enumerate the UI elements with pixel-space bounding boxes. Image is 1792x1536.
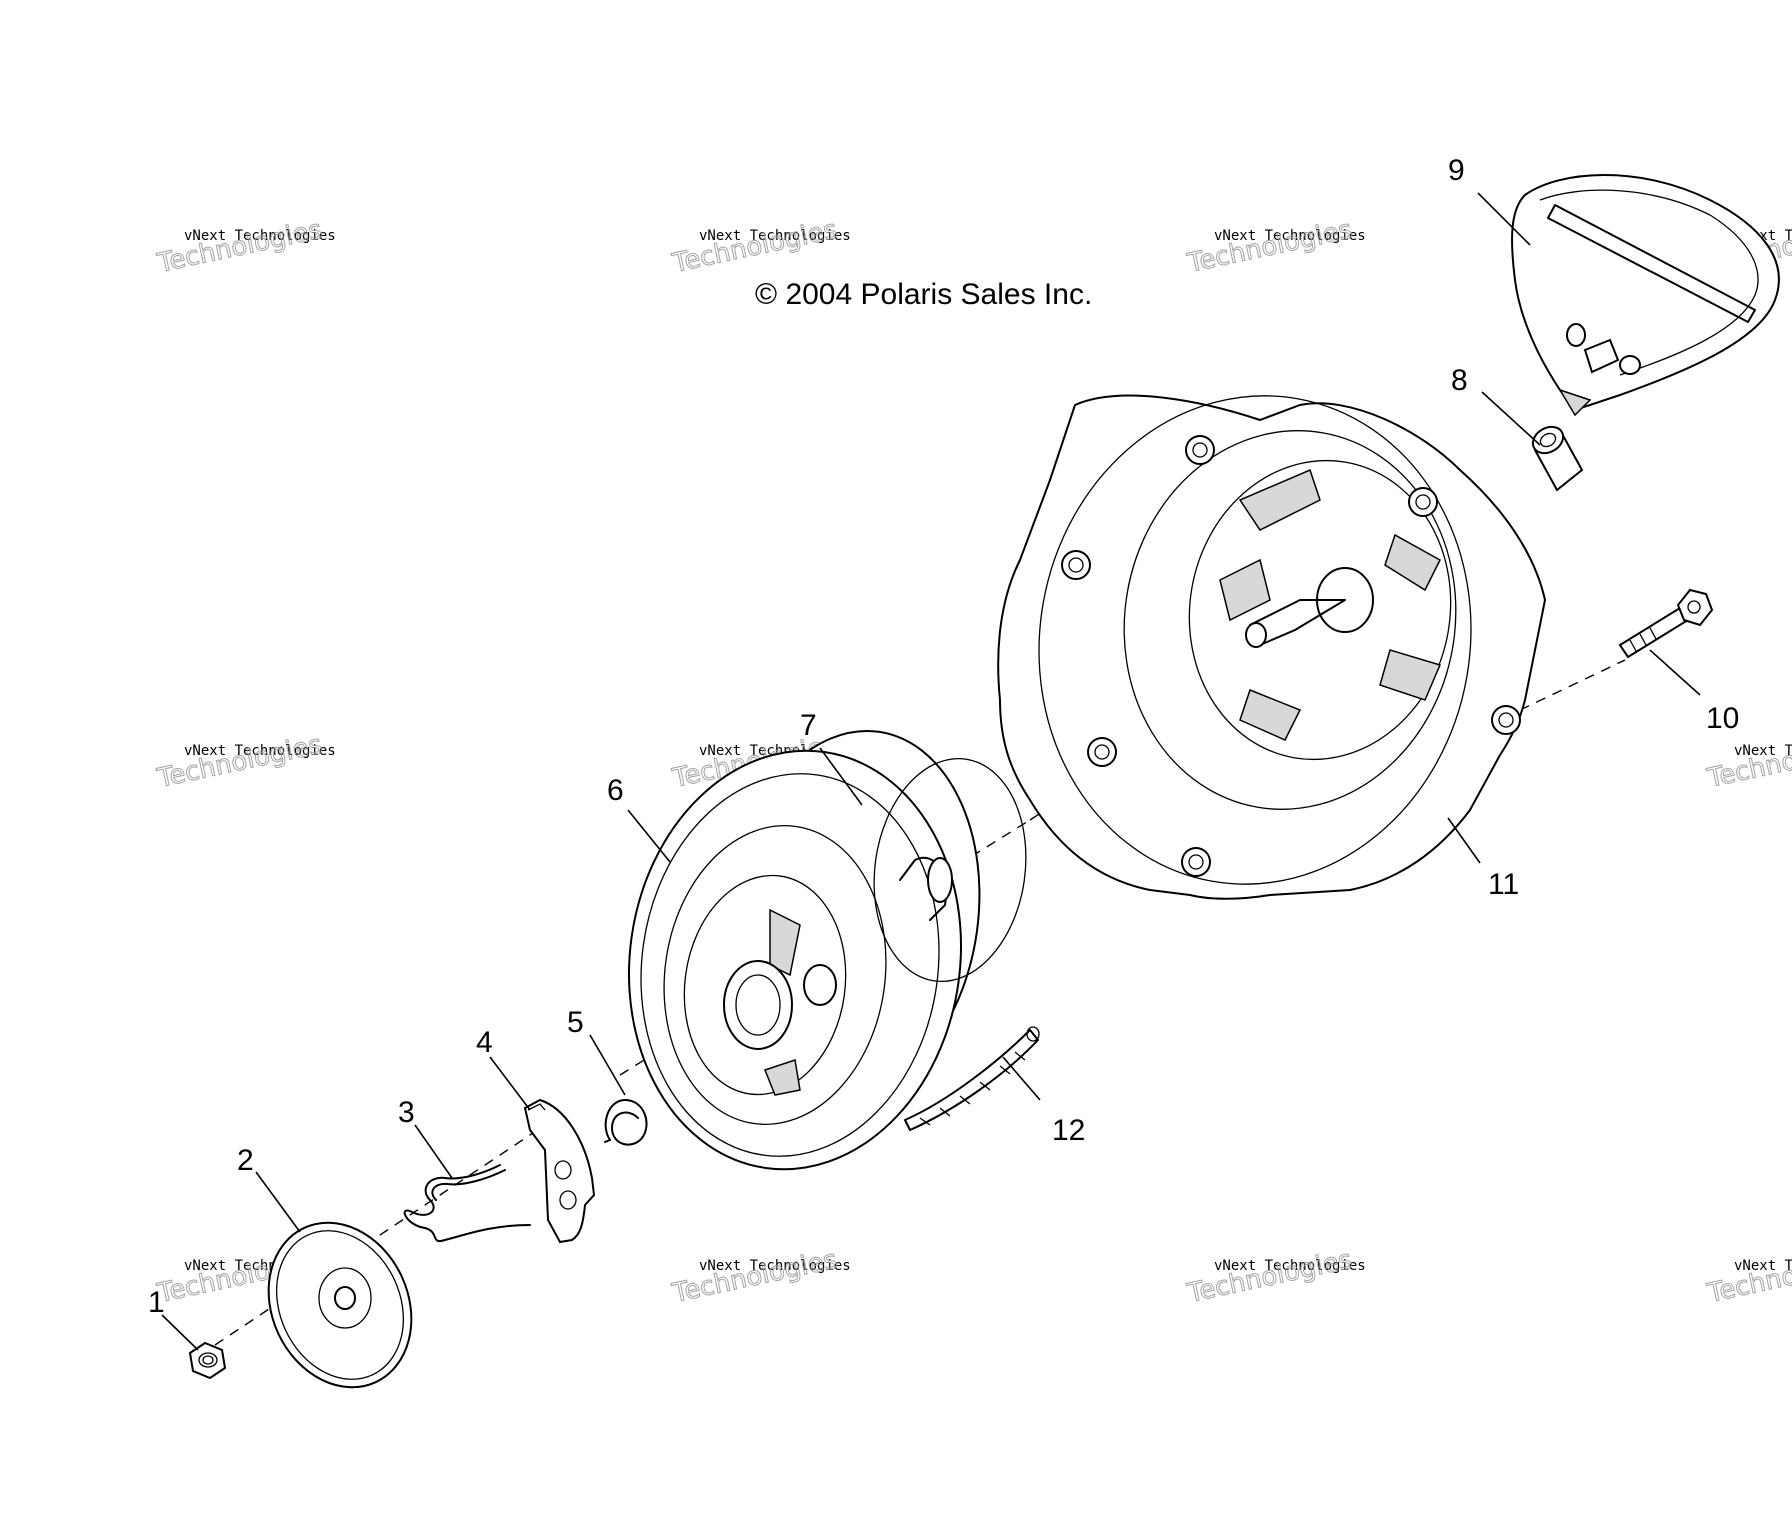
watermark: vNext Technologies Technologies xyxy=(669,1244,851,1309)
watermark: vNext Technologies Technologies xyxy=(154,214,336,279)
callout-11: 11 xyxy=(1488,868,1519,901)
watermark-shadow: Technologies xyxy=(154,215,325,279)
callout-3: 3 xyxy=(398,1096,415,1129)
watermark-shadow: Technologies xyxy=(1184,1245,1355,1309)
part-3-spring-clip xyxy=(403,1164,531,1243)
callout-12: 12 xyxy=(1052,1114,1085,1147)
watermark-shadow: Technologies xyxy=(1184,215,1355,279)
part-11-housing xyxy=(997,394,1547,900)
watermark-line: vNext Technologies xyxy=(1214,1258,1366,1274)
watermark: vNext Technologies Technologies xyxy=(1704,729,1792,794)
leader-5 xyxy=(589,1034,626,1096)
leader-8 xyxy=(1481,391,1541,446)
watermark-shadow: Technologies xyxy=(669,215,840,279)
callout-8: 8 xyxy=(1451,364,1468,397)
leader-6 xyxy=(627,809,671,863)
callout-9: 9 xyxy=(1448,154,1465,187)
part-6-pulley xyxy=(628,729,981,1171)
watermark-line: vNext Technologies xyxy=(184,228,336,244)
leader-3 xyxy=(414,1124,453,1179)
callout-5: 5 xyxy=(567,1006,584,1039)
watermark-shadow: Technologies xyxy=(1704,730,1792,794)
watermark-shadow: Technologies xyxy=(154,730,325,794)
leader-1 xyxy=(161,1314,199,1351)
watermark-line: vNext Technologies xyxy=(1734,743,1792,759)
watermark-line: vNext Technologies xyxy=(184,743,336,759)
watermark: vNext Technologies Technologies xyxy=(1184,214,1366,279)
watermark-grid: vNext Technologies Technologies vNext Te… xyxy=(154,214,1792,1309)
leader-7 xyxy=(819,747,863,806)
part-1-nut xyxy=(188,1341,227,1380)
watermark-line: vNext Technologies xyxy=(699,228,851,244)
leader-11 xyxy=(1447,817,1481,864)
part-8-bushing xyxy=(1531,425,1584,492)
leader-2 xyxy=(255,1171,301,1233)
copyright-notice: © 2004 Polaris Sales Inc. xyxy=(755,278,1092,311)
part-5-spring xyxy=(604,1099,648,1146)
callout-7: 7 xyxy=(800,709,817,742)
callout-1: 1 xyxy=(148,1286,165,1319)
part-7-hub xyxy=(873,757,1027,983)
watermark-line: vNext Technologies xyxy=(699,1258,851,1274)
part-2-cap xyxy=(267,1221,413,1389)
callout-4: 4 xyxy=(476,1026,493,1059)
watermark: vNext Technologies Technologies xyxy=(154,729,336,794)
callout-labels: 1 2 3 4 5 6 7 8 9 10 11 12 xyxy=(148,154,1739,1319)
part-12-rope xyxy=(904,1026,1040,1131)
part-9-handle xyxy=(1511,174,1780,417)
part-10-bolt xyxy=(1618,588,1714,659)
leader-lines xyxy=(161,192,1701,1351)
callout-10: 10 xyxy=(1706,702,1739,735)
leader-10 xyxy=(1649,649,1701,696)
watermark-shadow: Technologies xyxy=(1704,1245,1792,1309)
watermark-line: vNext Technologies xyxy=(1214,228,1366,244)
leader-9 xyxy=(1477,192,1531,246)
part-4-pawl xyxy=(523,1098,596,1244)
watermark: vNext Technologies Technologies xyxy=(669,214,851,279)
leader-12 xyxy=(1002,1056,1041,1101)
watermark-line: vNext Technologies xyxy=(1734,1258,1792,1274)
watermark-shadow: Technologies xyxy=(669,1245,840,1309)
callout-6: 6 xyxy=(607,774,624,807)
watermark: vNext Technologies Technologies xyxy=(1184,1244,1366,1309)
callout-2: 2 xyxy=(237,1144,254,1177)
watermark: vNext Technologies Technologies xyxy=(1704,1244,1792,1309)
leader-4 xyxy=(489,1056,531,1111)
